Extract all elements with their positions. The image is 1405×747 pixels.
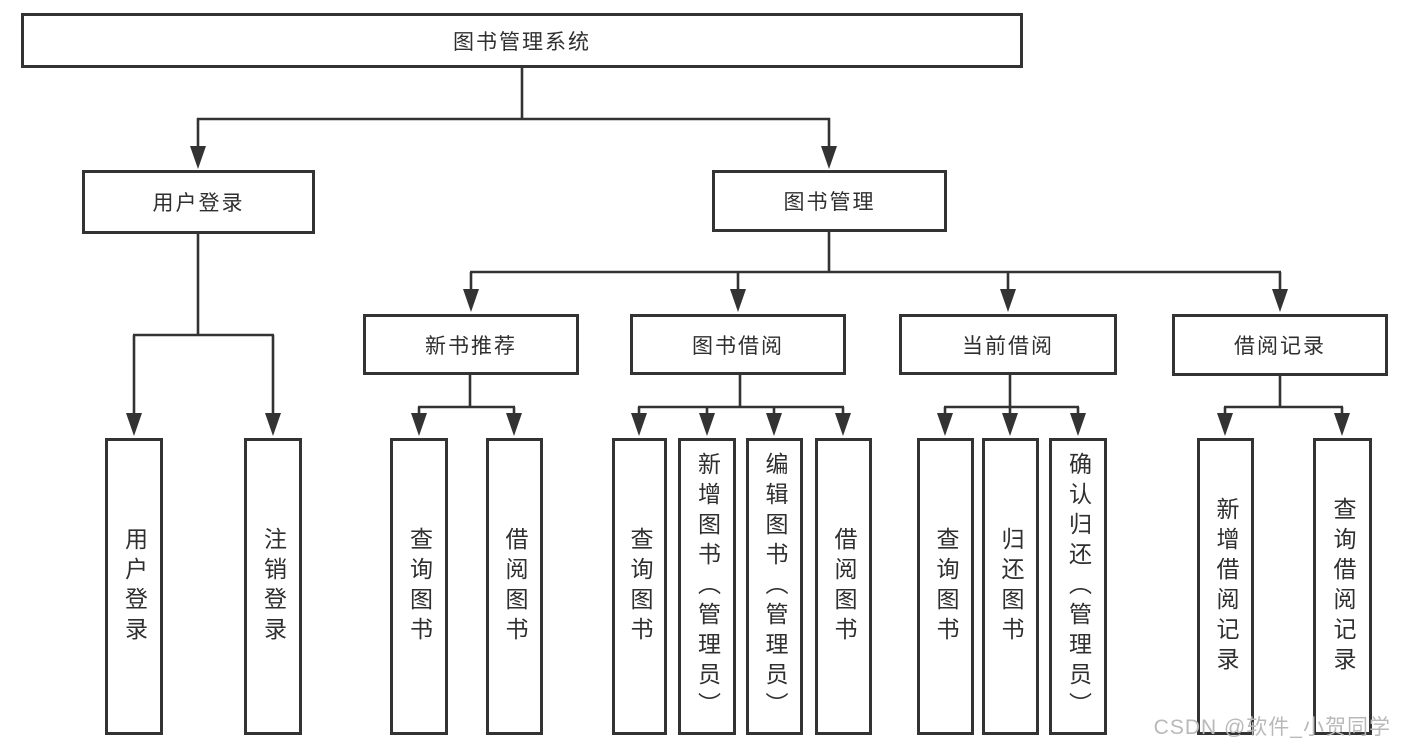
node-label: 归还图书 (998, 526, 1024, 647)
node-new-book-recommendation: 新书推荐 (363, 314, 579, 375)
node-current-borrowing: 当前借阅 (899, 314, 1117, 375)
node-book-borrowing: 图书借阅 (630, 314, 846, 375)
node-borrowing-records: 借阅记录 (1172, 314, 1388, 376)
leaf-user-login: 用户登录 (105, 438, 163, 735)
leaf-query-books-borrow: 查询图书 (612, 438, 667, 735)
leaf-borrow-books: 借阅图书 (815, 438, 872, 735)
node-label: 借阅记录 (1234, 335, 1326, 358)
node-library-management-system: 图书管理系统 (21, 13, 1023, 68)
node-label: 借阅图书 (502, 526, 528, 647)
node-label: 用户登录 (121, 526, 148, 647)
node-label: 查询图书 (933, 526, 959, 647)
leaf-borrow-books-recommend: 借阅图书 (486, 438, 543, 735)
node-label: 用户登录 (152, 192, 245, 215)
node-label: 借阅图书 (831, 526, 857, 647)
node-label: 图书借阅 (692, 334, 784, 358)
leaf-edit-book-admin: 编辑图书（管理员） (746, 438, 803, 735)
node-label: 查询借阅记录 (1330, 496, 1356, 677)
node-label: 新书推荐 (425, 334, 517, 358)
node-label: 查询图书 (406, 526, 433, 647)
leaf-logout: 注销登录 (244, 438, 302, 735)
node-label: 查询图书 (627, 526, 653, 647)
leaf-query-books-current: 查询图书 (917, 438, 974, 735)
node-label: 确认归还（管理员） (1065, 451, 1092, 722)
leaf-query-books-recommend: 查询图书 (390, 438, 448, 735)
leaf-add-borrow-record: 新增借阅记录 (1197, 438, 1254, 735)
node-label: 图书管理 (783, 191, 876, 214)
leaf-add-book-admin: 新增图书（管理员） (678, 438, 736, 735)
leaf-query-borrow-record: 查询借阅记录 (1313, 438, 1372, 735)
node-label: 当前借阅 (962, 334, 1054, 358)
node-label: 注销登录 (260, 526, 287, 647)
node-label: 编辑图书（管理员） (762, 451, 788, 722)
node-book-management-branch: 图书管理 (712, 170, 947, 232)
node-label: 新增借阅记录 (1213, 496, 1239, 677)
leaf-confirm-return-admin: 确认归还（管理员） (1049, 438, 1107, 735)
node-label: 图书管理系统 (453, 30, 591, 54)
node-label: 新增图书（管理员） (694, 451, 721, 722)
leaf-return-books: 归还图书 (982, 438, 1039, 735)
node-user-login-branch: 用户登录 (82, 170, 315, 234)
